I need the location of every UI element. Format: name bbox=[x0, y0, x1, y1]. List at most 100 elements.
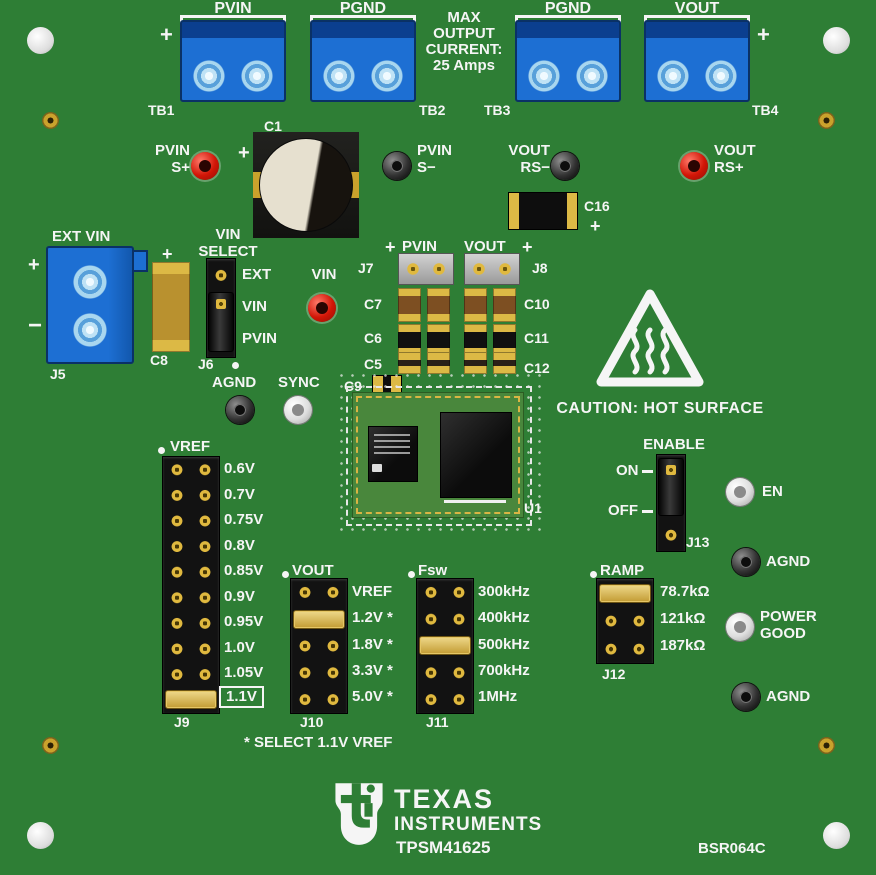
testpoint-vin bbox=[308, 294, 336, 322]
vout-rsminus-l1: VOUT bbox=[508, 142, 550, 159]
testpoint-pvin-splus bbox=[191, 152, 219, 180]
j9-option-8: 1.05V bbox=[224, 664, 264, 681]
hot-surface-icon bbox=[596, 289, 704, 387]
j10-option-2: 1.8V * bbox=[352, 636, 393, 653]
power-good-l1: POWER bbox=[760, 608, 817, 625]
jumper-j6 bbox=[208, 292, 234, 352]
brand-instruments: INSTRUMENTS bbox=[394, 814, 543, 835]
j12-option-0: 78.7kΩ bbox=[660, 583, 710, 600]
c6-label: C6 bbox=[364, 330, 382, 346]
via-dot bbox=[232, 362, 239, 369]
j9-option-3: 0.8V bbox=[224, 537, 255, 554]
brand-texas: TEXAS bbox=[394, 784, 495, 814]
vout-rsminus-label: VOUT RS− bbox=[488, 142, 550, 177]
c7-label: C7 bbox=[364, 296, 382, 312]
c16-plus-sign: + bbox=[590, 216, 601, 236]
enable-title: ENABLE bbox=[643, 436, 705, 453]
j9-option-0: 0.6V bbox=[224, 460, 255, 477]
j10-option-0: VREF bbox=[352, 583, 393, 600]
testpoint-vout-rsplus bbox=[680, 152, 708, 180]
fsw-title: Fsw bbox=[418, 562, 448, 579]
mounting-hole bbox=[27, 27, 54, 54]
testpoint-power-good bbox=[726, 613, 754, 641]
power-good-label: POWER GOOD bbox=[760, 608, 817, 643]
via-dot bbox=[158, 447, 165, 454]
tb2-bracket bbox=[310, 15, 416, 23]
agnd-mid-label: AGND bbox=[212, 374, 257, 391]
j9-option-2: 0.75V bbox=[224, 511, 264, 528]
mounting-hole bbox=[823, 27, 850, 54]
gold-via bbox=[42, 112, 59, 129]
j11-option-3: 700kHz bbox=[478, 662, 530, 679]
j12-option-1: 121kΩ bbox=[660, 610, 706, 627]
vout-sel-title: VOUT bbox=[292, 562, 334, 579]
c16-label: C16 bbox=[584, 198, 610, 214]
tb3-ref: TB3 bbox=[484, 102, 511, 118]
board-id: BSR064C bbox=[698, 840, 766, 857]
j11-option-4: 1MHz bbox=[478, 688, 518, 705]
module-silkscreen bbox=[346, 386, 532, 526]
vref-title: VREF bbox=[170, 438, 211, 455]
j13-ref: J13 bbox=[686, 534, 710, 550]
j5-ref: J5 bbox=[50, 366, 66, 382]
capacitor-c8 bbox=[152, 262, 190, 352]
c11-label: C11 bbox=[524, 330, 549, 346]
max-line2: OUTPUT bbox=[433, 25, 495, 42]
via-dot bbox=[282, 571, 289, 578]
vout-rsplus-l2: RS+ bbox=[714, 159, 744, 177]
tb4-bracket bbox=[644, 15, 750, 23]
j11-option-1: 400kHz bbox=[478, 609, 530, 626]
ext-vin-title: EXT VIN bbox=[52, 228, 111, 245]
via-dot bbox=[590, 571, 597, 578]
j9-option-6: 0.95V bbox=[224, 613, 264, 630]
mounting-hole bbox=[823, 822, 850, 849]
j6-option-vin: VIN bbox=[242, 298, 268, 315]
terminal-block-pgnd2 bbox=[515, 20, 621, 102]
j8-plus-sign: + bbox=[522, 237, 533, 257]
gold-via bbox=[42, 737, 59, 754]
header-j8 bbox=[464, 253, 520, 285]
header-j7 bbox=[398, 253, 454, 285]
capacitor-c16 bbox=[508, 192, 578, 230]
jumper-j13 bbox=[658, 458, 684, 516]
capacitors-c10 bbox=[464, 288, 516, 322]
j9-option-7: 1.0V bbox=[224, 639, 255, 656]
vin-select-l2: SELECT bbox=[198, 243, 258, 260]
gold-via bbox=[818, 737, 835, 754]
header-j9 bbox=[162, 456, 220, 714]
j9-ref: J9 bbox=[174, 714, 190, 730]
c5-label: C5 bbox=[364, 356, 382, 372]
tb4-ref: TB4 bbox=[752, 102, 779, 118]
sync-label: SYNC bbox=[278, 374, 320, 391]
module-inductor bbox=[440, 412, 512, 498]
en-label: EN bbox=[762, 483, 783, 500]
c1-plus-sign: + bbox=[238, 142, 250, 164]
j12-ref: J12 bbox=[602, 666, 626, 682]
max-line1: MAX bbox=[447, 9, 481, 26]
c8-label: C8 bbox=[150, 352, 168, 368]
u1-ref: U1 bbox=[524, 500, 542, 516]
testpoint-agnd-mid bbox=[226, 396, 254, 424]
j6-option-pvin: PVIN bbox=[242, 330, 278, 347]
pvin-splus-l2: S+ bbox=[171, 159, 190, 177]
j7-plus-sign: + bbox=[385, 237, 396, 257]
j11-ref: J11 bbox=[426, 714, 449, 730]
j8-label: VOUT bbox=[464, 238, 506, 255]
max-current-note: MAX OUTPUT CURRENT: 25 Amps bbox=[412, 10, 516, 74]
jumper-j9 bbox=[165, 690, 217, 709]
tb4-plus-sign: + bbox=[757, 22, 770, 47]
jumper-j10 bbox=[293, 610, 345, 629]
off-tick bbox=[642, 510, 653, 513]
c8-plus-sign: + bbox=[162, 244, 173, 264]
capacitors-c5 bbox=[398, 352, 450, 374]
enable-on-label: ON bbox=[616, 462, 639, 479]
terminal-block-pvin bbox=[180, 20, 286, 102]
on-tick bbox=[642, 470, 653, 473]
pvin-sminus-l1: PVIN bbox=[417, 142, 453, 159]
agnd-r1-label: AGND bbox=[766, 553, 811, 570]
c1-label: C1 bbox=[264, 118, 282, 134]
j7-ref: J7 bbox=[358, 260, 374, 276]
max-line4: 25 Amps bbox=[433, 57, 495, 74]
vout-rsplus-label: VOUT RS+ bbox=[714, 142, 756, 177]
ext-vin-terminal bbox=[46, 246, 134, 364]
